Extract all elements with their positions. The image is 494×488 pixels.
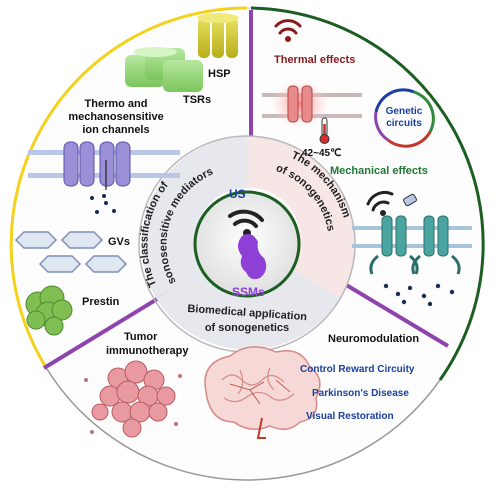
prestin-protein-icon — [25, 285, 73, 336]
thermometer-icon — [319, 117, 330, 144]
cycle-arrows-icon — [374, 88, 435, 148]
genetic-circuits-label-2: circuits — [386, 118, 422, 129]
hsp-protein-icon — [197, 13, 239, 58]
us-label: US — [229, 187, 246, 201]
temperature-label: 42~45℃ — [302, 148, 341, 159]
tsrs-cylinders-icon — [125, 47, 203, 92]
tumor-debris-dots — [84, 374, 182, 434]
mechanical-wave-icon — [366, 191, 394, 212]
green-arc — [250, 6, 485, 381]
ion-channels-label-2: mechanosensitive — [68, 111, 163, 123]
divider-left — [42, 288, 174, 370]
prestin-label: Prestin — [82, 296, 120, 308]
thermal-wave-icon — [274, 19, 302, 35]
neuro-item-3: Visual Restoration — [306, 411, 394, 422]
tsrs-label: TSRs — [183, 94, 211, 106]
neuromodulation-label: Neuromodulation — [328, 333, 419, 345]
ion-dots-right — [383, 283, 455, 307]
tumor-label-2: immunotherapy — [106, 345, 189, 357]
thermal-effects-label: Thermal effects — [274, 54, 355, 66]
gray-arc — [46, 368, 441, 481]
membrane-mechanical — [352, 226, 472, 248]
mechanical-ion-channel-icon — [369, 215, 461, 275]
ion-channels-label-3: ion channels — [82, 124, 149, 136]
genetic-circuits-label-1: Genetic — [386, 106, 423, 117]
mediator-ion-channel-icon — [63, 141, 131, 187]
ion-channels-label-1: Thermo and — [85, 98, 148, 110]
neuro-item-1: Control Reward Circuity — [300, 364, 415, 375]
thermal-ion-channel-icon — [287, 85, 313, 123]
ion-dots-left — [90, 194, 116, 214]
inner-ring-right — [247, 136, 355, 298]
mechanical-probe-icon — [403, 193, 417, 207]
hsp-label: HSP — [208, 68, 231, 80]
gas-vesicles-icon — [14, 231, 128, 273]
brain-icon — [204, 346, 321, 439]
gvs-label: GVs — [108, 236, 130, 248]
center-wave-icon — [228, 209, 264, 228]
tumor-label-1: Tumor — [124, 331, 158, 343]
inner-ring-bottom — [156, 268, 340, 350]
mechanical-effects-label: Mechanical effects — [330, 165, 428, 177]
tumor-cells-icon — [91, 360, 176, 438]
neuro-item-2: Parkinson's Disease — [312, 388, 409, 399]
yellow-arc — [9, 6, 248, 370]
ssm-protein-icon — [238, 234, 267, 280]
inner-bottom-label-2: of sonogenetics — [205, 322, 289, 334]
ssms-label: SSMs — [232, 285, 265, 299]
